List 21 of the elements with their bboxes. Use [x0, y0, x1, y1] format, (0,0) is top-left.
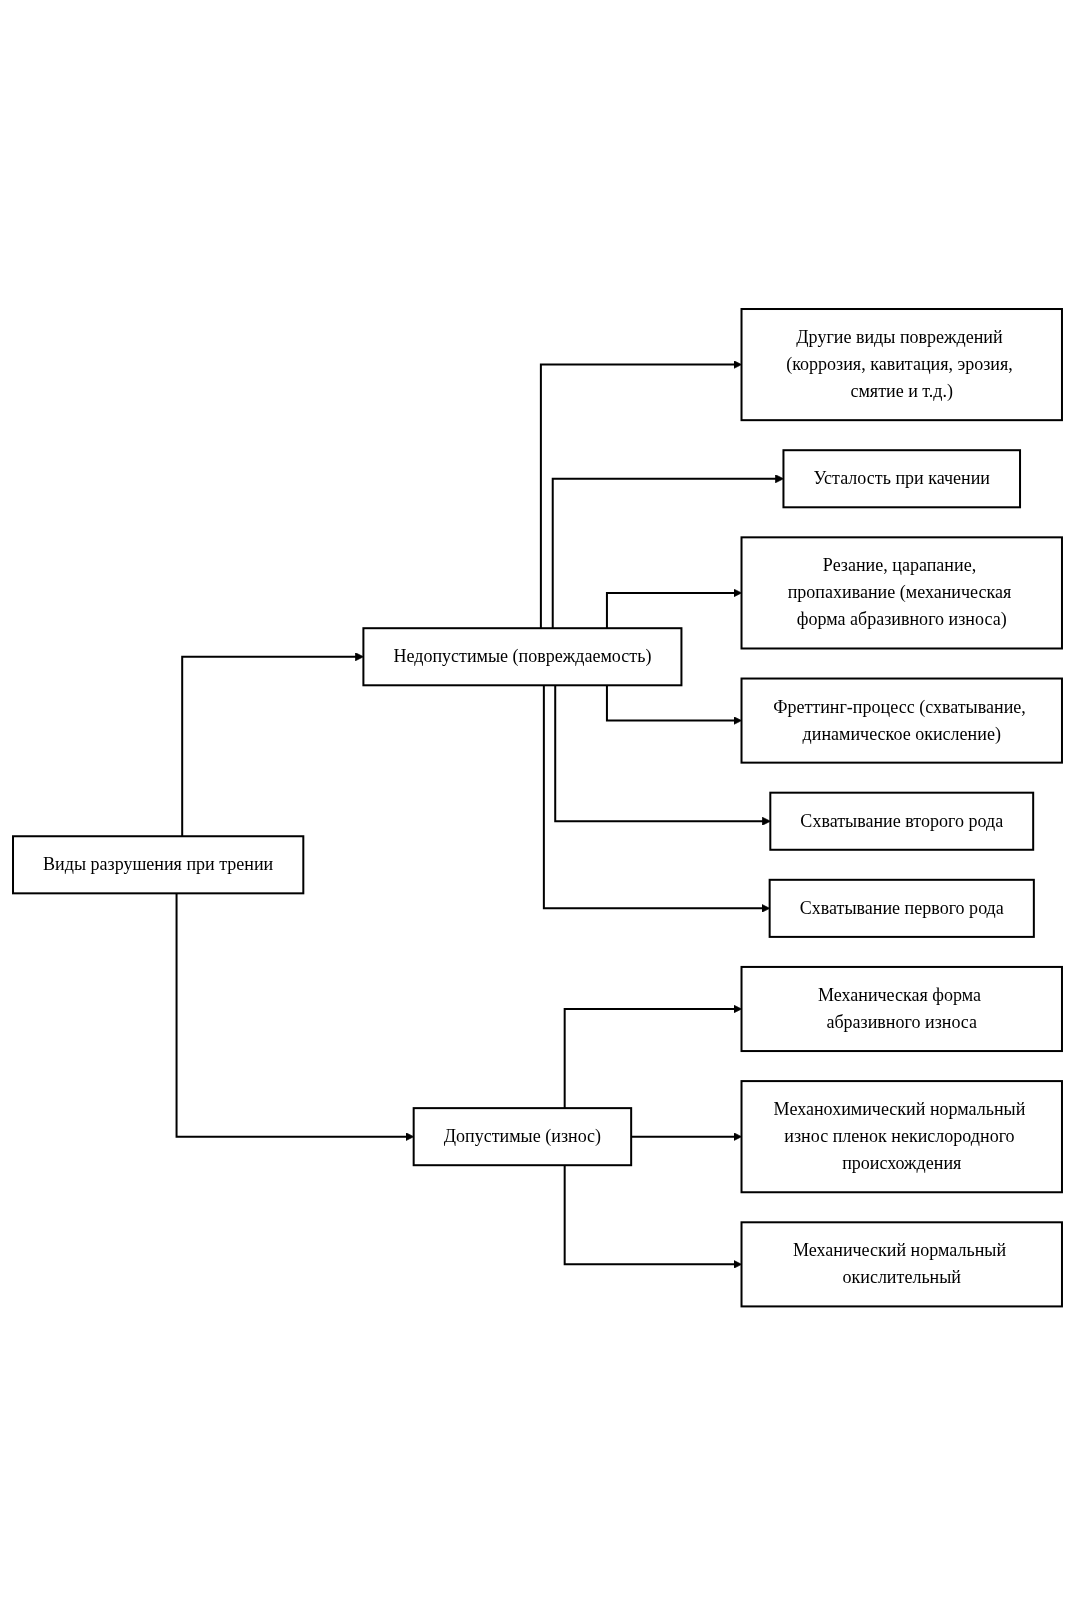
arrow [542, 684, 771, 913]
node-box: Механохимический нормальный износ пленок некислородного происхождения [740, 1079, 1063, 1194]
node-box: Резание, царапание, пропахивание (механическая форма абразивного износа) [740, 536, 1063, 650]
node-box: Механический нормальный окислительный [740, 1221, 1063, 1308]
arrow [605, 684, 742, 725]
node-box: Схватывание первого рода [768, 878, 1035, 938]
arrow [605, 588, 742, 629]
node-box: Механическая форма абразивного износа [740, 965, 1063, 1052]
arrow [554, 684, 771, 826]
node-box: Недопустимые (повреждаемость) [362, 627, 683, 687]
arrow [563, 1164, 742, 1269]
node-box: Другие виды повреждений (коррозия, кавитация, эрозия, смятие и т.д.) [740, 307, 1063, 421]
arrow [563, 1004, 742, 1109]
node-box: Допустимые (износ) [412, 1106, 633, 1166]
arrow [551, 474, 784, 629]
node-box: Фреттинг-процесс (схватывание, динамическое окисление) [740, 677, 1063, 764]
node-box: Схватывание второго рода [769, 791, 1035, 851]
arrow [539, 359, 742, 629]
node-box: Усталость при качении [782, 449, 1022, 509]
arrow [181, 652, 364, 838]
node-box: Виды разрушения при трении [12, 835, 305, 895]
